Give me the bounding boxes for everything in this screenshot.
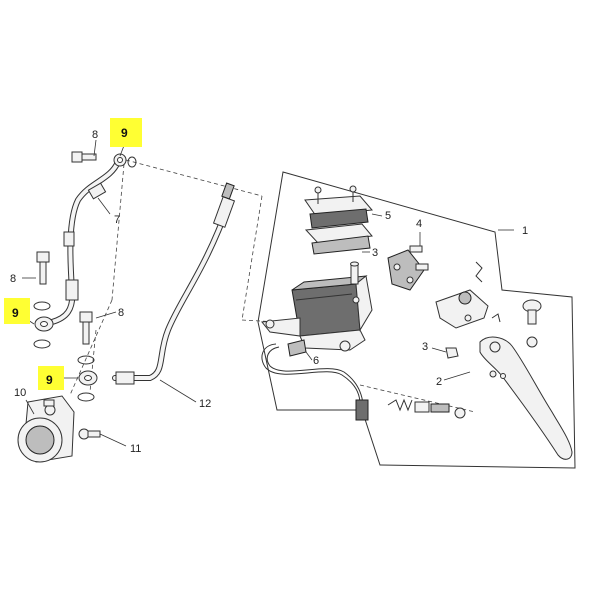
reservoir-cap-assembly	[304, 185, 373, 255]
highlight-boxes	[4, 118, 142, 390]
highlight-box-9-top	[110, 118, 142, 147]
label-part-8-middle-left: 8	[10, 273, 16, 285]
banjo-lower	[77, 355, 98, 402]
bolt-part-3-lower	[445, 347, 459, 359]
label-part-9-top: 9	[121, 126, 128, 140]
leader-lines	[21, 129, 514, 447]
label-part-3-lower: 3	[422, 341, 428, 353]
banjo-upper	[113, 153, 137, 168]
pushrod-spring-set	[387, 398, 466, 419]
label-part-9-bottom: 9	[46, 373, 53, 387]
highlight-box-9-left	[4, 298, 30, 324]
clutch-hose-long	[112, 182, 236, 385]
pin-part-3-upper	[350, 261, 359, 285]
banjo-bolt-middle	[36, 251, 50, 285]
clutch-lever	[479, 336, 573, 460]
clutch-slave-cylinder	[17, 395, 75, 463]
clamp-bracket	[387, 245, 429, 291]
label-part-3-upper: 3	[372, 247, 378, 259]
banjo-middle	[33, 301, 54, 349]
label-part-10: 10	[14, 387, 26, 399]
label-part-1: 1	[522, 225, 528, 237]
label-part-8-top: 8	[92, 129, 98, 141]
label-part-2: 2	[436, 376, 442, 388]
adjuster-knob	[522, 299, 542, 348]
assembly-frame	[257, 171, 576, 469]
label-part-5: 5	[385, 210, 391, 222]
banjo-bolt-upper	[71, 151, 97, 163]
label-part-4: 4	[416, 218, 422, 230]
master-cylinder-body	[261, 275, 373, 352]
label-part-12: 12	[199, 398, 211, 410]
label-part-11: 11	[130, 443, 141, 455]
part-labels: 1 2 3 3 4 5 6 7 8 8 8 10 11 12 9 9 9	[10, 126, 528, 455]
switch-and-wire	[261, 339, 369, 421]
banjo-bolt-lower	[79, 311, 93, 345]
highlight-box-9-bottom	[38, 366, 64, 390]
clutch-hose-short	[49, 159, 121, 325]
label-part-6: 6	[313, 355, 319, 367]
bleed-bolt	[78, 428, 101, 440]
lever-pivot-block	[435, 261, 501, 329]
label-part-7: 7	[114, 214, 120, 226]
label-part-8-middle-right: 8	[118, 307, 124, 319]
label-part-9-left: 9	[12, 306, 19, 320]
